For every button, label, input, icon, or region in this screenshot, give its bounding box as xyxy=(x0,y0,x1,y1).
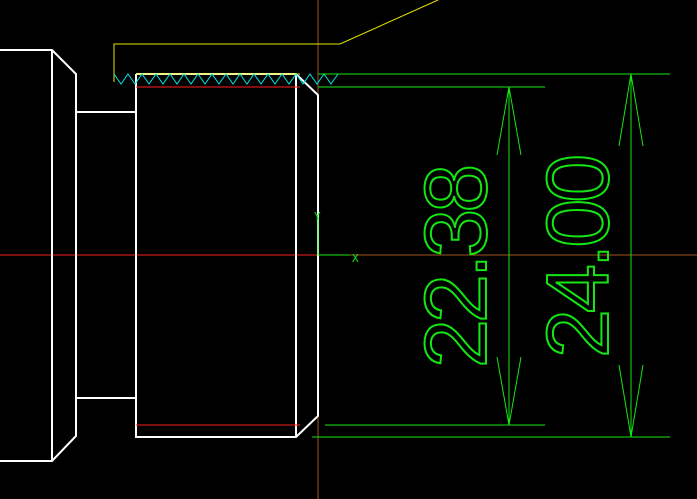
tool-path[interactable] xyxy=(113,0,439,82)
dimension-major-diameter[interactable] xyxy=(618,73,644,438)
part-outline[interactable] xyxy=(0,49,319,462)
x-axis-label: X xyxy=(352,252,359,265)
arrow-up-icon xyxy=(618,73,644,147)
dimension-extension-lines xyxy=(312,73,670,438)
minor-diameter-text[interactable]: 22.38 xyxy=(405,166,506,369)
shoulder-outline[interactable] xyxy=(0,49,77,462)
arrow-up-icon xyxy=(496,86,522,156)
dimension-minor-diameter[interactable] xyxy=(496,86,522,426)
arrow-down-icon xyxy=(496,356,522,426)
arrow-down-icon xyxy=(618,364,644,438)
thread-profile xyxy=(113,73,339,85)
ucs-origin-icon: Y X xyxy=(314,210,359,265)
major-diameter-text[interactable]: 24.00 xyxy=(527,156,628,359)
y-axis-label: Y xyxy=(314,210,321,223)
